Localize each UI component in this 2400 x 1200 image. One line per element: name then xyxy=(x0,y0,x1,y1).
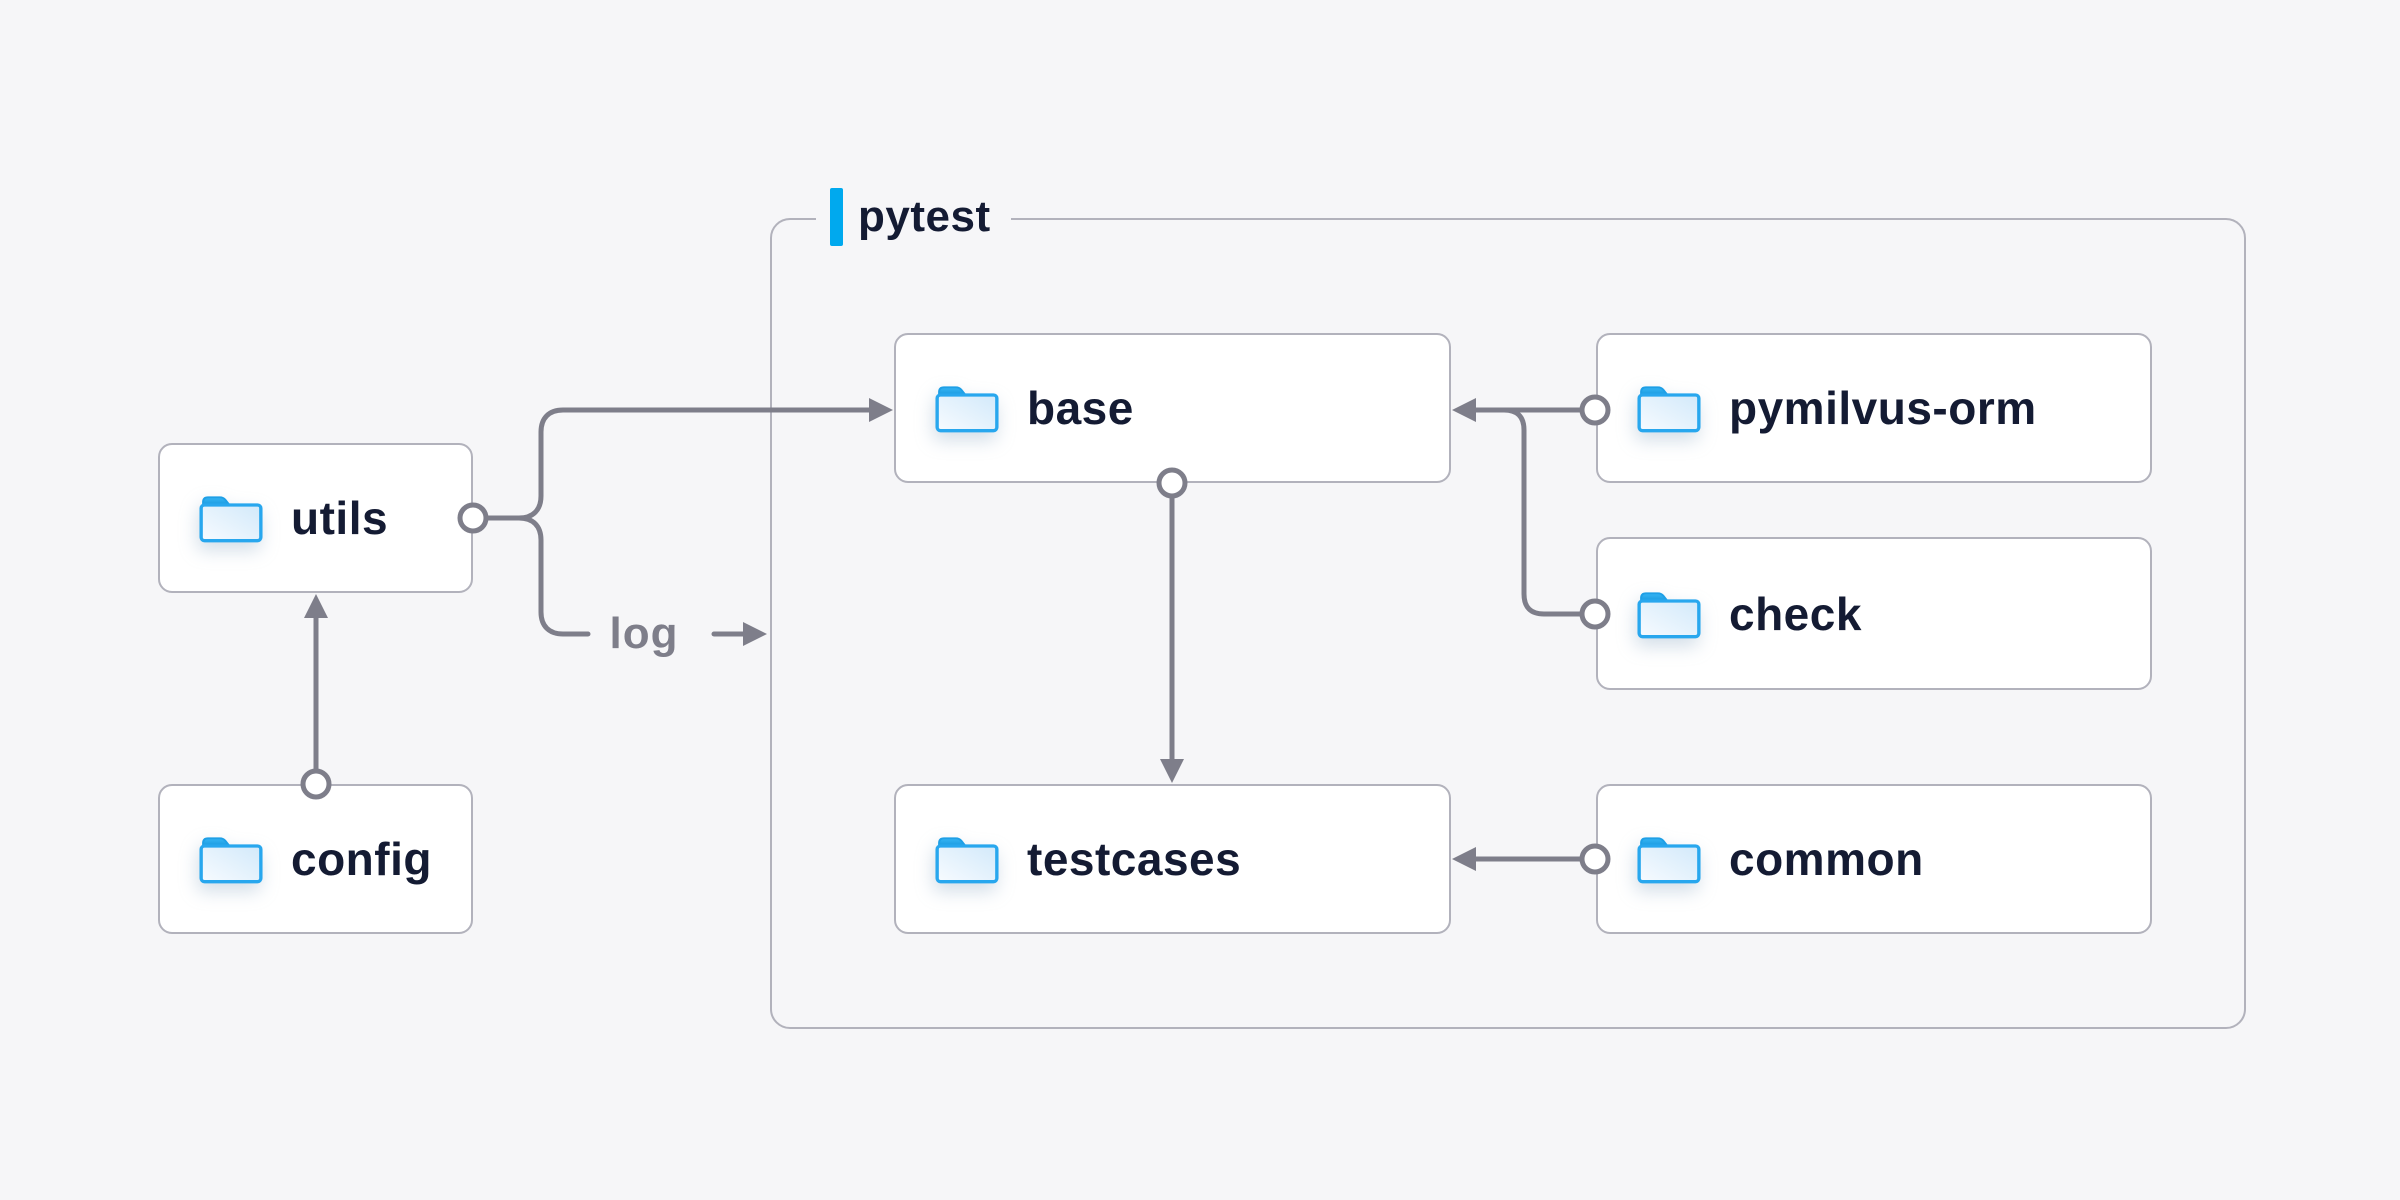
arrowhead-config-utils xyxy=(304,594,328,618)
arrowhead-log xyxy=(743,622,767,646)
node-label: utils xyxy=(291,492,389,544)
node-common: common xyxy=(1596,784,2152,934)
node-label: config xyxy=(291,833,432,885)
node-base: base xyxy=(894,333,1451,483)
pytest-group-label: pytest xyxy=(816,186,1011,248)
node-label: base xyxy=(1027,382,1134,434)
node-label: common xyxy=(1729,833,1924,885)
node-check: check xyxy=(1596,537,2152,690)
node-label: testcases xyxy=(1027,833,1242,885)
pytest-group-title: pytest xyxy=(858,192,991,241)
pytest-group: pytest xyxy=(770,186,2246,1029)
accent-bar-icon xyxy=(830,188,843,246)
folder-icon xyxy=(1636,588,1702,640)
node-pymilvus-orm: pymilvus-orm xyxy=(1596,333,2152,483)
node-testcases: testcases xyxy=(894,784,1451,934)
node-label: pymilvus-orm xyxy=(1729,382,2037,434)
node-label: check xyxy=(1729,587,1862,640)
log-edge-label: log xyxy=(609,609,679,658)
folder-icon xyxy=(1636,833,1702,885)
folder-icon xyxy=(1636,382,1702,434)
folder-icon xyxy=(198,833,264,885)
node-config: config xyxy=(158,784,473,934)
folder-icon xyxy=(934,833,1000,885)
folder-icon xyxy=(934,382,1000,434)
edge-utils-log xyxy=(516,515,591,637)
node-utils: utils xyxy=(158,443,473,593)
folder-icon xyxy=(198,492,264,544)
